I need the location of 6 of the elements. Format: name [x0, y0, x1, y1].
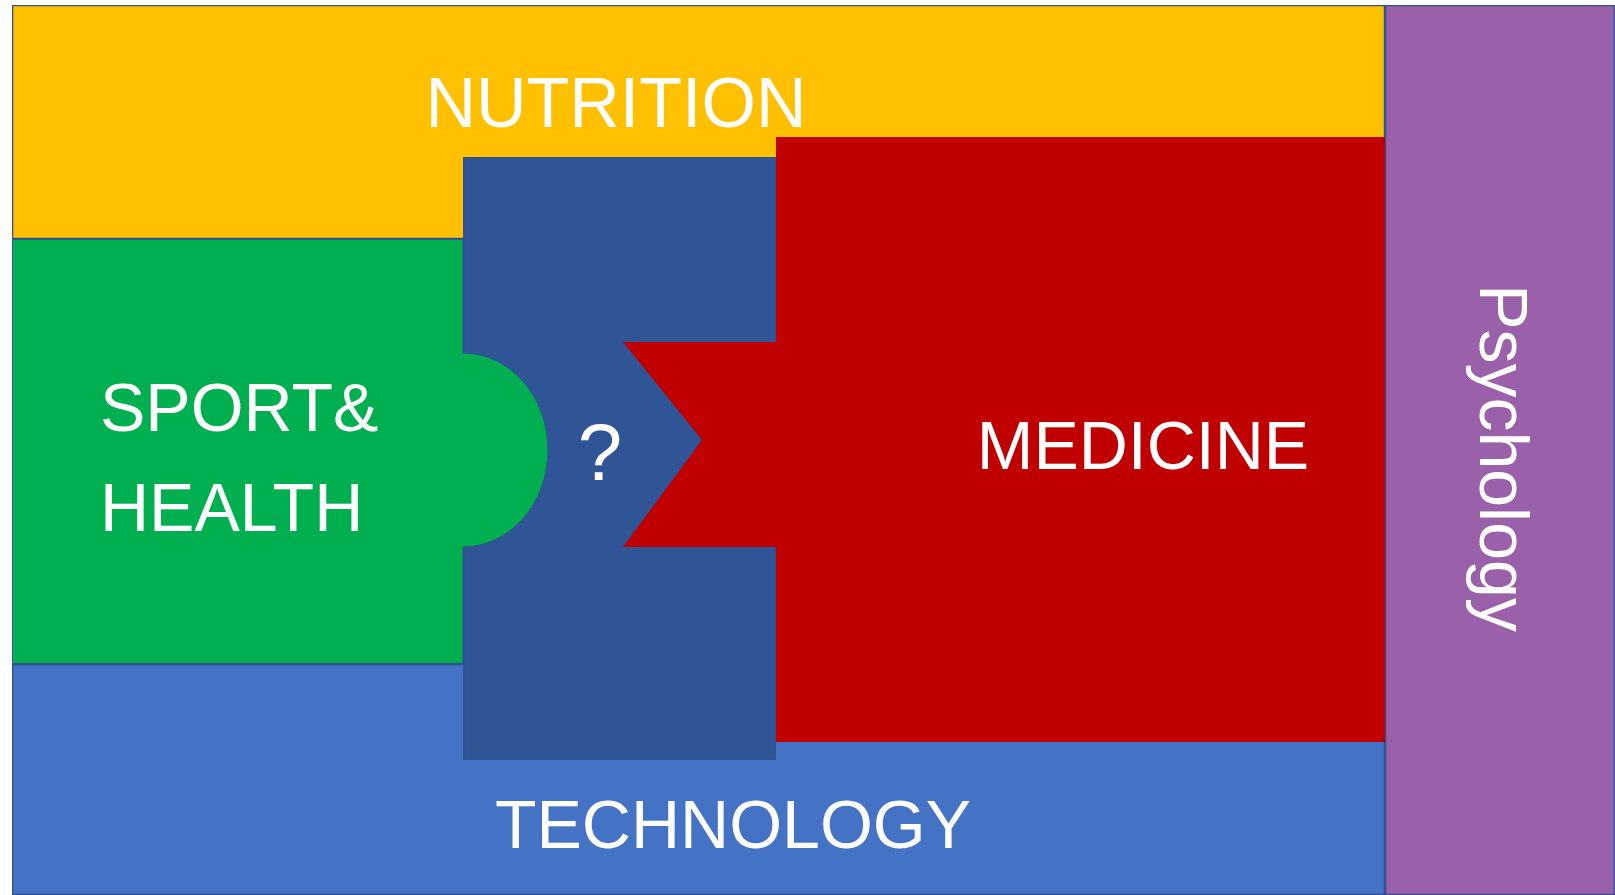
panel-label: NUTRITION	[424, 63, 808, 143]
panel-label: MEDICINE	[975, 406, 1311, 485]
panel-label: TECHNOLOGY	[493, 785, 973, 864]
panel-label: ?	[576, 407, 624, 499]
panel-label: SPORT& HEALTH	[100, 368, 380, 547]
panel-label: Psychology	[1465, 283, 1543, 634]
